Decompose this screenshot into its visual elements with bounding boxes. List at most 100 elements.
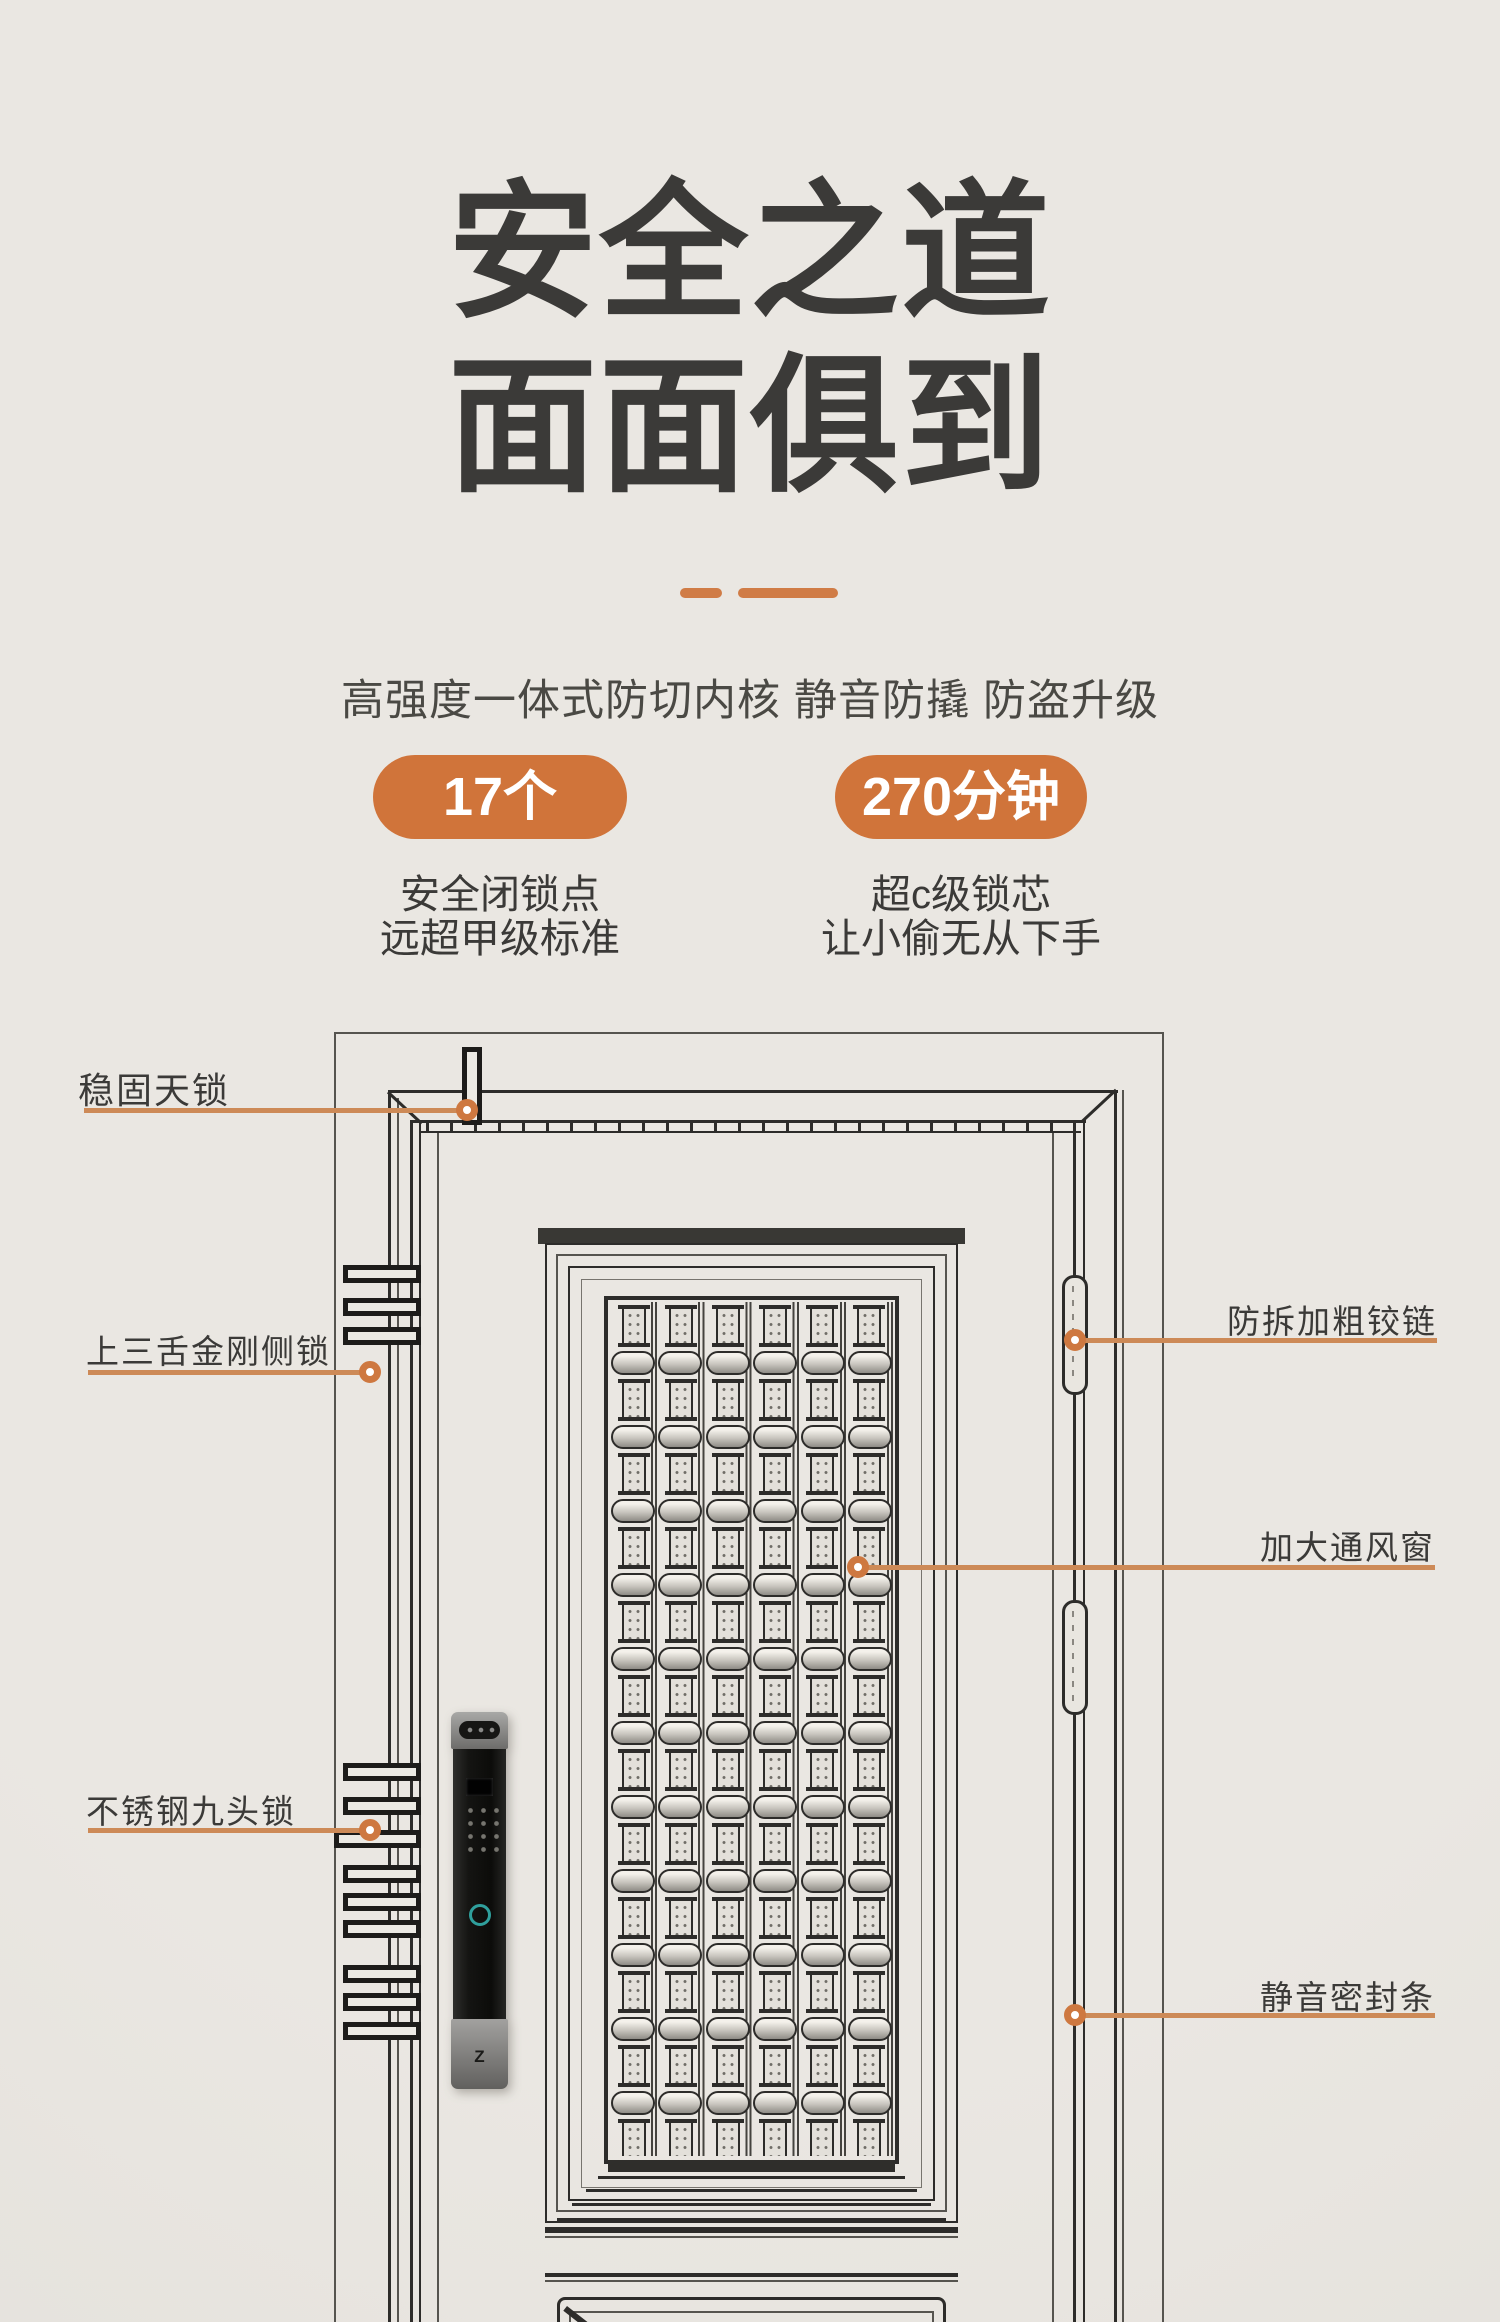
nine-lock-bolt: [343, 1763, 421, 1781]
callout-label-nine-lock: 不锈钢九头锁: [86, 1793, 296, 1830]
grille-cylinder-row: [610, 1867, 893, 1894]
grille-post-row: [610, 1894, 893, 1941]
door-hinge: [1062, 1600, 1088, 1715]
stat-caption: 超c级锁芯: [871, 873, 1051, 917]
panel-moulding: [545, 2227, 958, 2233]
grille-cylinder-row: [610, 2015, 893, 2042]
panel-moulding: [598, 2176, 905, 2179]
grille-cylinder-row: [610, 1423, 893, 1450]
door-frame-line: [1114, 1090, 1117, 2322]
brand-logo: Z: [474, 2047, 485, 2066]
grille-cylinder-row: [610, 1571, 893, 1598]
callout-dot: [1064, 2004, 1086, 2026]
stat-caption: 远超甲级标准: [380, 917, 620, 961]
divider-dash-icon: [680, 588, 722, 598]
door-frame-line: [388, 1090, 391, 2322]
nine-lock-bolt: [343, 1993, 421, 2011]
grille-post-row: [610, 1598, 893, 1645]
nine-lock-bolt: [343, 1965, 421, 1983]
door-face-line: [1052, 1133, 1054, 2322]
door-outline: [1162, 1032, 1164, 2322]
panel-moulding: [572, 2203, 931, 2206]
callout-dot: [1064, 1329, 1086, 1351]
grille-post-row: [610, 1524, 893, 1571]
door-leaf-edge: [1083, 1120, 1085, 2322]
stat-badge-lock-core: 270分钟: [835, 755, 1087, 839]
door-frame-line: [388, 1090, 1118, 1093]
grille-cylinder-row: [610, 1645, 893, 1672]
smart-lock-device: Z: [449, 1712, 510, 2089]
lock-top-cap: [451, 1712, 508, 1749]
callout-label-top-lock: 稳固天锁: [78, 1070, 231, 1111]
door-leaf-edge: [410, 1120, 1086, 1123]
door-outline: [334, 1032, 336, 2322]
callout-dot: [359, 1819, 381, 1841]
page-title-line2: 面面俱到: [448, 343, 1052, 510]
face-sensor-icon: [459, 1721, 500, 1739]
callout-line: [84, 1108, 467, 1113]
stat-badge-lock-points: 17个: [373, 755, 627, 839]
panel-moulding: [545, 1243, 958, 2223]
side-lock-bolt: [343, 1265, 421, 1283]
panel-moulding: [581, 1279, 922, 2188]
lower-panel-inner: [569, 2311, 934, 2322]
stat-caption: 安全闭锁点: [400, 873, 600, 917]
callout-line: [88, 1370, 370, 1375]
door-leaf-edge: [419, 1120, 421, 2322]
grille-cylinder-row: [610, 1497, 893, 1524]
callout-dot: [456, 1099, 478, 1121]
nine-lock-bolt: [343, 2022, 421, 2040]
fingerprint-ring-icon: [468, 1904, 491, 1926]
door-leaf-edge: [1073, 1120, 1076, 2322]
side-lock-bolt: [343, 1298, 421, 1316]
lock-body: [453, 1749, 506, 2019]
frame-bevel: [1081, 1088, 1117, 1123]
nine-lock-bolt: [343, 1865, 421, 1883]
door-frame-line: [1122, 1090, 1124, 2322]
grille-post-row: [610, 2116, 893, 2156]
door-outline: [334, 1032, 1164, 1034]
lock-screen: [466, 1778, 493, 1796]
callout-dot: [359, 1361, 381, 1383]
grille-post-row: [610, 1302, 893, 1349]
callout-label-hinge: 防拆加粗铰链: [1227, 1303, 1437, 1340]
keypad-dots-icon: [461, 1802, 499, 1856]
callout-line: [1075, 1338, 1437, 1343]
grille-base-bar: [608, 2160, 895, 2172]
door-leaf-edge: [410, 1120, 413, 2322]
divider-dash-icon: [738, 588, 838, 598]
callout-label-vent: 加大通风窗: [1260, 1529, 1435, 1566]
nine-lock-bolt: [343, 1893, 421, 1911]
grille-post-row: [610, 1450, 893, 1497]
grille-cylinder-row: [610, 2089, 893, 2116]
nine-lock-bolt: [343, 1920, 421, 1938]
ventilation-grille: [610, 1302, 893, 2156]
panel-moulding: [545, 2273, 958, 2277]
callout-label-side-lock: 上三舌金刚侧锁: [86, 1333, 331, 1370]
lock-bottom-cap: Z: [451, 2019, 508, 2089]
panel-moulding: [545, 2280, 958, 2282]
panel-moulding: [568, 1266, 935, 2201]
callout-dot: [847, 1556, 869, 1578]
grille-post-row: [610, 1820, 893, 1867]
page-title-line1: 安全之道: [448, 169, 1052, 336]
door-face-line: [437, 1133, 439, 2322]
panel-moulding: [557, 2218, 946, 2221]
grille-cylinder-row: [610, 1349, 893, 1376]
grille-post-row: [610, 1672, 893, 1719]
grille-post-row: [610, 1376, 893, 1423]
panel-top-shadow: [538, 1228, 965, 1244]
door-edge-hatching: [426, 1123, 1076, 1131]
panel-moulding: [545, 2236, 958, 2238]
grille-post-row: [610, 1746, 893, 1793]
nine-lock-bolt: [343, 1797, 421, 1815]
stat-caption: 让小偷无从下手: [821, 917, 1101, 961]
callout-label-seal: 静音密封条: [1260, 1979, 1435, 2016]
callout-line: [1075, 2013, 1435, 2018]
lower-panel: [557, 2297, 946, 2322]
door-frame-line: [397, 1098, 399, 2322]
grille-cylinder-row: [610, 1941, 893, 1968]
grille-post-row: [610, 1968, 893, 2015]
side-lock-bolt: [343, 1327, 421, 1345]
